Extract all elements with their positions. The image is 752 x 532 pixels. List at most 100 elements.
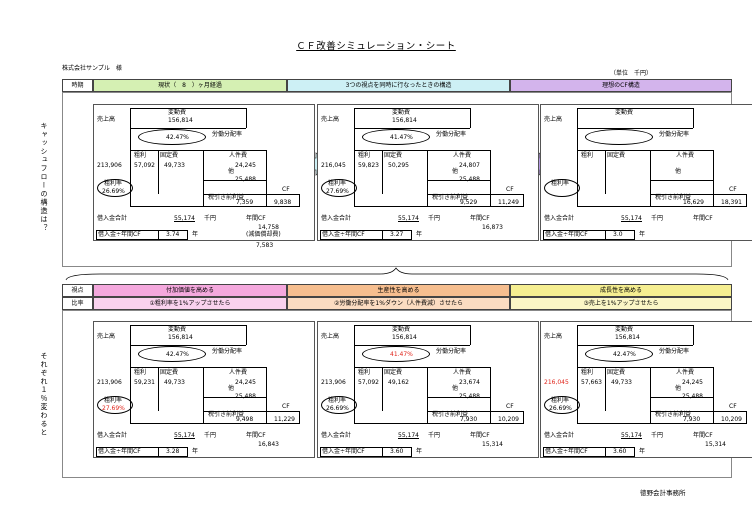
pretax-label: 税引き前利益 bbox=[432, 194, 469, 201]
debt-cf-label: 借入金÷年間CF bbox=[98, 231, 141, 238]
sales-value: 213,906 bbox=[321, 379, 346, 386]
rule-line bbox=[158, 230, 159, 240]
labor-ratio-value: 42.47% bbox=[166, 134, 189, 141]
labor-ratio-label: 労働分配率 bbox=[436, 348, 467, 355]
debt-cf-value: 3.27 bbox=[390, 231, 404, 238]
sales-value: 216,045 bbox=[544, 379, 569, 386]
debt-label: 借入金合計 bbox=[97, 432, 128, 439]
cf-label: CF bbox=[506, 403, 514, 410]
other-label: 他 bbox=[452, 385, 459, 392]
ratio-ellipse bbox=[585, 346, 653, 362]
row2-view-text: 成長性を高める bbox=[599, 286, 642, 294]
annual-cf-value: 15,314 bbox=[482, 441, 503, 448]
labor-ratio-value: 42.47% bbox=[613, 351, 636, 358]
rule-line bbox=[650, 411, 746, 412]
pretax-label: 税引き前利益 bbox=[208, 411, 245, 418]
fixed-label: 固定費 bbox=[607, 152, 626, 159]
variable-value: 156,814 bbox=[168, 334, 193, 341]
pretax-value: 16,629 bbox=[683, 199, 704, 206]
gross-value: 57,663 bbox=[581, 379, 602, 386]
cf-value: 9,838 bbox=[274, 199, 292, 206]
annual-cf-label: 年間CF bbox=[246, 432, 266, 439]
pretax-value: 7,359 bbox=[236, 199, 254, 206]
variable-label: 変動費 bbox=[615, 326, 634, 333]
rule-line bbox=[577, 108, 578, 206]
ratio-ellipse bbox=[321, 396, 357, 414]
row1-vertical-label: キャッシュフローの構造は？ bbox=[40, 122, 48, 233]
depreciation-label: (減価償却費) bbox=[246, 231, 281, 238]
fixed-value: 49,162 bbox=[388, 379, 409, 386]
sales-label: 売上高 bbox=[544, 116, 563, 123]
year-label: 年 bbox=[416, 231, 423, 238]
other-value: 25,488 bbox=[235, 393, 256, 400]
labor-ratio-value: 42.47% bbox=[166, 351, 189, 358]
rule-line bbox=[203, 150, 204, 206]
rule-line bbox=[577, 423, 747, 424]
rule-line bbox=[299, 194, 300, 206]
rule-line bbox=[523, 194, 524, 206]
pretax-label: 税引き前利益 bbox=[432, 411, 469, 418]
annual-cf-value: 14,758 bbox=[258, 224, 279, 231]
other-label: 他 bbox=[228, 385, 235, 392]
debt-unit: 千円 bbox=[204, 432, 217, 439]
rule-line bbox=[382, 447, 383, 457]
fixed-value: 49,733 bbox=[164, 162, 185, 169]
gross-label: 粗利 bbox=[358, 152, 371, 159]
rule-line bbox=[427, 411, 523, 412]
sales-label: 売上高 bbox=[97, 333, 116, 340]
rule-line bbox=[203, 194, 299, 195]
row2-label-ratio: 比率 bbox=[62, 297, 93, 310]
depreciation-value: 7,583 bbox=[256, 242, 274, 249]
pretax-value: 7,930 bbox=[683, 416, 701, 423]
fixed-label: 固定費 bbox=[607, 369, 626, 376]
pretax-value: 7,930 bbox=[460, 416, 478, 423]
row2-vertical-label: それぞれ１％変わると bbox=[40, 352, 48, 437]
rule-line bbox=[605, 230, 606, 240]
gross-label: 粗利 bbox=[134, 152, 147, 159]
gross-value: 59,231 bbox=[134, 379, 155, 386]
rule-line bbox=[650, 367, 651, 423]
debt-value: 55,174 bbox=[174, 432, 195, 439]
other-label: 他 bbox=[675, 385, 682, 392]
rule-line bbox=[354, 325, 355, 423]
other-value: 25,488 bbox=[459, 393, 480, 400]
rule-line bbox=[605, 367, 606, 411]
labor-ratio-label: 労働分配率 bbox=[436, 131, 467, 138]
labor-ratio-value: 41.47% bbox=[390, 351, 413, 358]
row1-header-ideal: 理想のCF構造 bbox=[510, 79, 732, 92]
debt-cf-label: 借入金÷年間CF bbox=[322, 231, 365, 238]
rule-line bbox=[577, 325, 578, 423]
ratio-ellipse bbox=[362, 346, 430, 362]
rule-line bbox=[427, 194, 523, 195]
variable-label: 変動費 bbox=[615, 109, 634, 116]
debt-cf-label: 借入金÷年間CF bbox=[98, 448, 141, 455]
rule-line bbox=[382, 230, 383, 240]
cf-value: 11,229 bbox=[274, 416, 295, 423]
row1-header-text: 3つの視点を同時に行なったときの構造 bbox=[345, 81, 452, 89]
row2-header-ratio-2: ②労働分配率を1%ダウン（人件費減）させたら bbox=[287, 297, 510, 310]
rule-line bbox=[427, 150, 428, 206]
rule-line bbox=[354, 108, 470, 109]
row2-header-ratio-3: ③売上を1%アップさせたら bbox=[510, 297, 732, 310]
debt-value: 55,174 bbox=[398, 215, 419, 222]
debt-cf-value: 3.0 bbox=[613, 231, 623, 238]
gross-label: 粗利 bbox=[134, 369, 147, 376]
rule-line bbox=[130, 108, 246, 109]
debt-cf-box bbox=[96, 230, 188, 240]
variable-value: 156,814 bbox=[392, 334, 417, 341]
year-label: 年 bbox=[192, 448, 199, 455]
sales-label: 売上高 bbox=[321, 116, 340, 123]
pretax-value: 9,498 bbox=[236, 416, 254, 423]
rule-line bbox=[203, 397, 266, 398]
row2-label-view: 視点 bbox=[62, 284, 93, 297]
rule-line bbox=[650, 397, 713, 398]
debt-cf-value: 3.74 bbox=[166, 231, 180, 238]
year-label: 年 bbox=[416, 448, 423, 455]
rule-line bbox=[577, 128, 693, 129]
row2-ratio-text: ①粗利率を1%アップさせたら bbox=[149, 299, 231, 307]
rule-line bbox=[158, 447, 159, 457]
row1-header-combined: 3つの視点を同時に行なったときの構造 bbox=[287, 79, 510, 92]
other-label: 他 bbox=[452, 168, 459, 175]
